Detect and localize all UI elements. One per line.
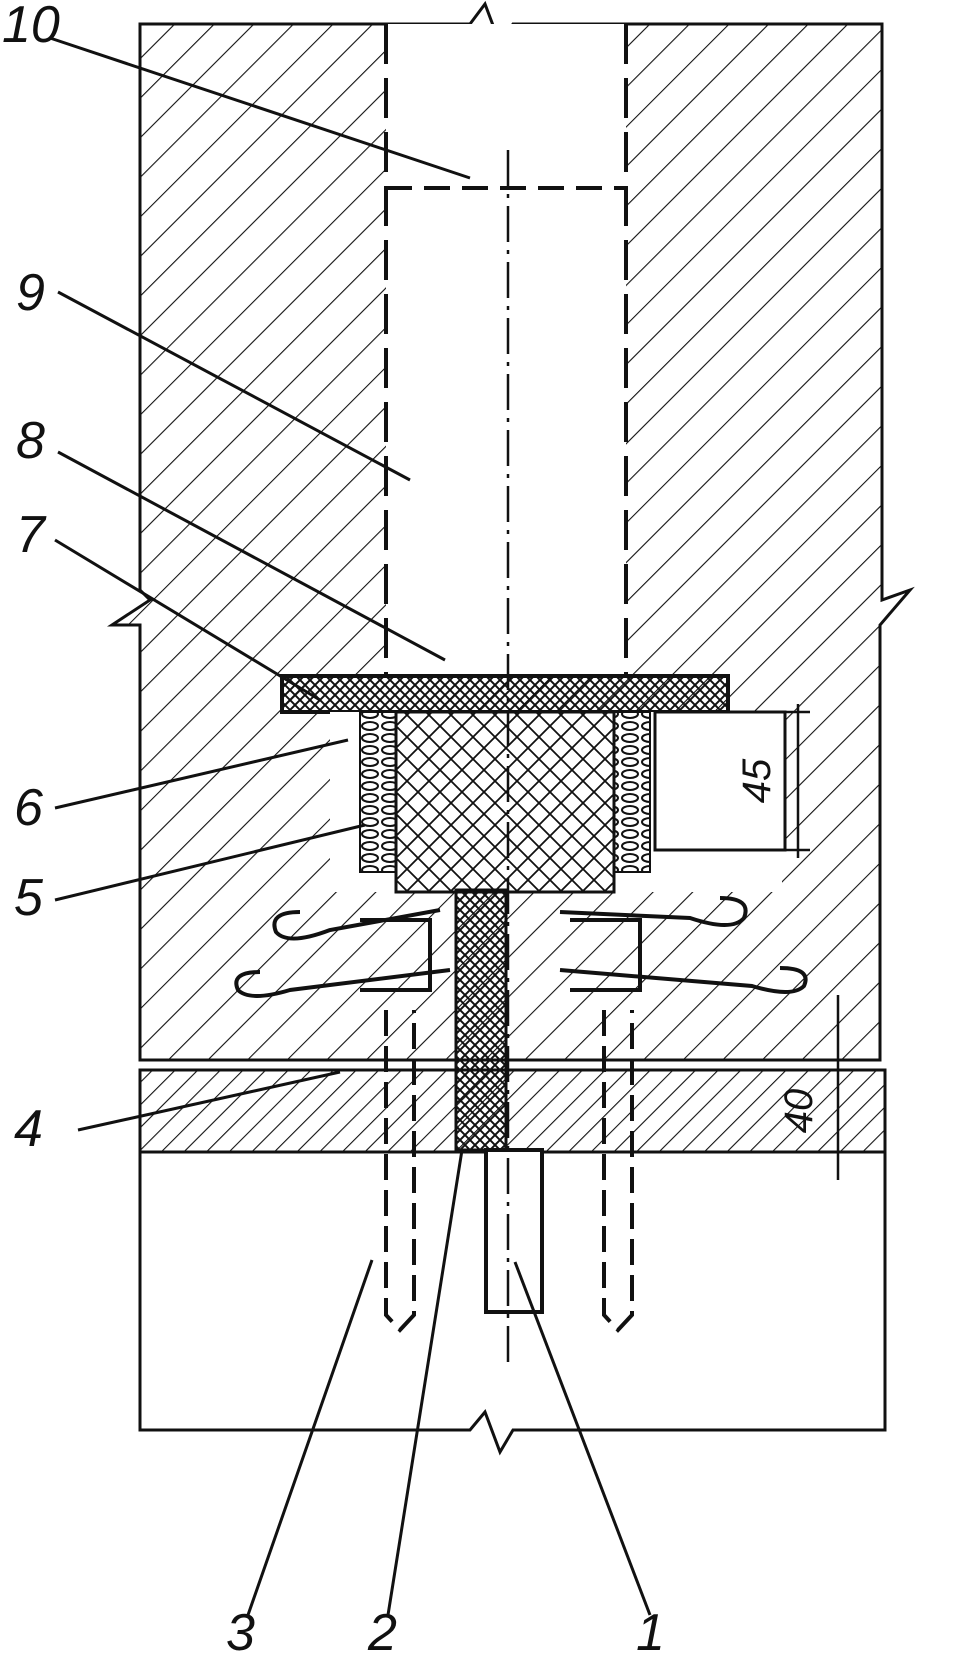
anchor-rods	[384, 1010, 634, 1333]
label-10: 10	[2, 0, 60, 54]
label-9: 9	[16, 264, 45, 322]
label-8: 8	[16, 412, 45, 470]
callout-labels: 10 9 8 7 6 5 4 3 2 1	[2, 0, 665, 1655]
label-3: 3	[226, 1604, 255, 1655]
leader-lines	[49, 36, 652, 1616]
label-5: 5	[14, 869, 44, 927]
sealing-coils	[359, 711, 651, 873]
label-7: 7	[16, 506, 47, 564]
dimension-seam: 40	[740, 995, 855, 1180]
anchor-loops	[234, 896, 808, 998]
dimension-gap-value: 45	[735, 758, 779, 803]
tongue-plate	[484, 1148, 544, 1314]
label-6: 6	[14, 779, 43, 837]
dimension-gap: 45	[715, 704, 810, 858]
label-1: 1	[636, 1604, 665, 1655]
central-seal-strip	[454, 888, 508, 1152]
cap-plate	[280, 674, 730, 714]
floor-slab	[138, 1068, 887, 1154]
vertical-channel	[384, 24, 628, 674]
label-4: 4	[14, 1100, 43, 1158]
insulation-mesh	[394, 710, 616, 894]
label-2: 2	[367, 1604, 397, 1655]
dimension-seam-value: 40	[777, 1089, 821, 1134]
